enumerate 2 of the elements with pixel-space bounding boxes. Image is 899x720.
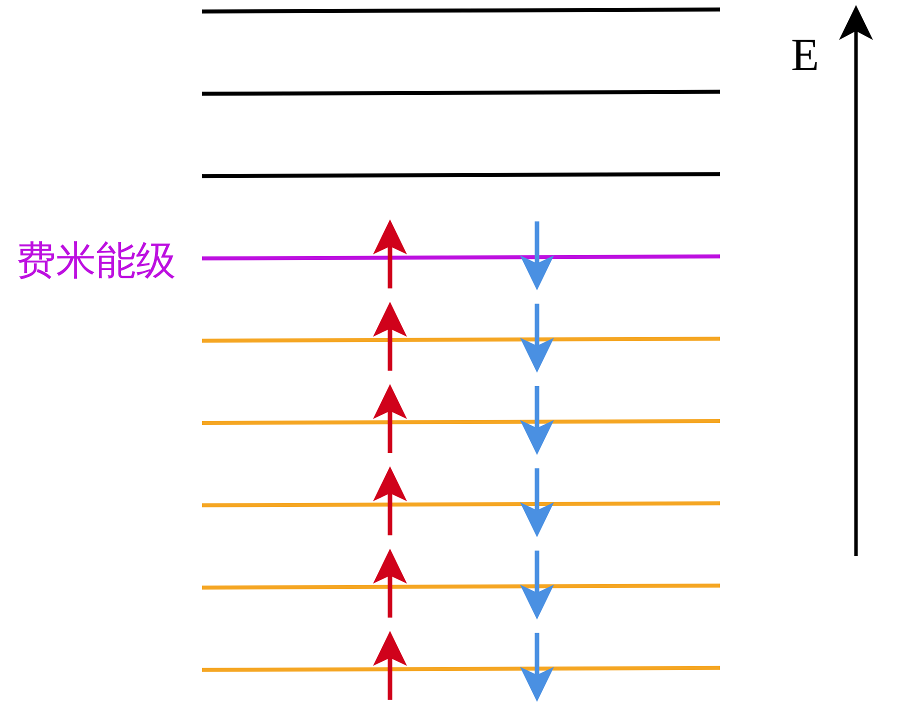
axis-label: E [791,32,820,78]
level-label: 费米能级 [16,241,176,281]
